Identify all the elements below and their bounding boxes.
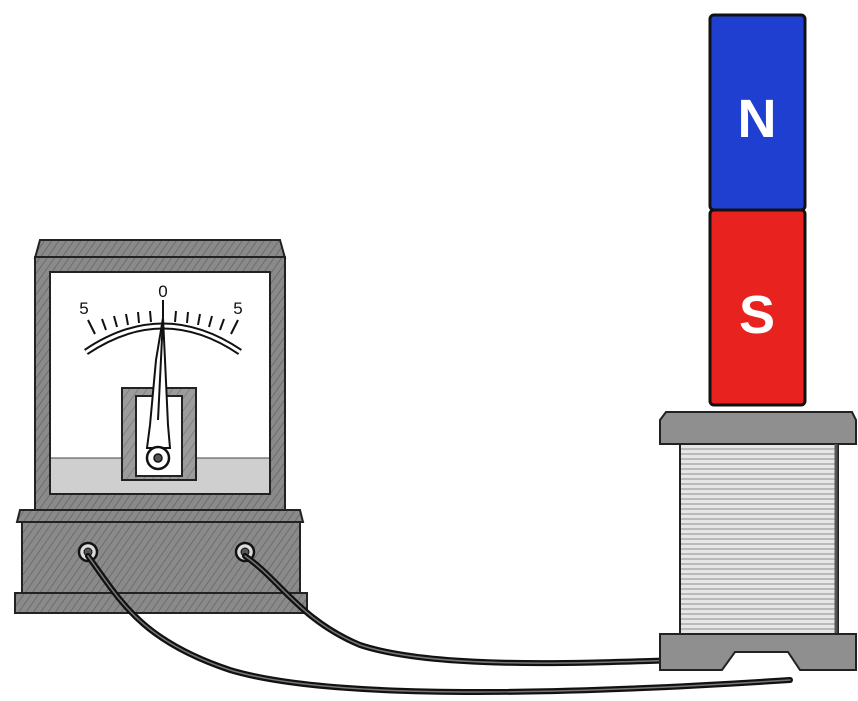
coil-top-flange [659, 411, 857, 445]
coil-bottom-flange [659, 633, 857, 671]
connecting-wires [85, 553, 793, 695]
south-pole-label: S [739, 285, 775, 345]
scale-label-right: 5 [233, 299, 242, 318]
coil-winding [679, 443, 839, 635]
scale-ticks [87, 300, 239, 335]
coil [659, 411, 857, 671]
bar-magnet: N S [708, 13, 807, 407]
wire-right [242, 553, 683, 667]
galvanometer-base [21, 521, 301, 595]
galvanometer-base-top [15, 509, 305, 523]
galvanometer: 5 0 5 [14, 239, 308, 614]
scale-label-center: 0 [158, 282, 167, 301]
north-pole-label: N [738, 89, 777, 149]
scale-label-left: 5 [79, 299, 88, 318]
galvanometer-base-foot [14, 592, 308, 614]
galvanometer-top [33, 239, 287, 259]
